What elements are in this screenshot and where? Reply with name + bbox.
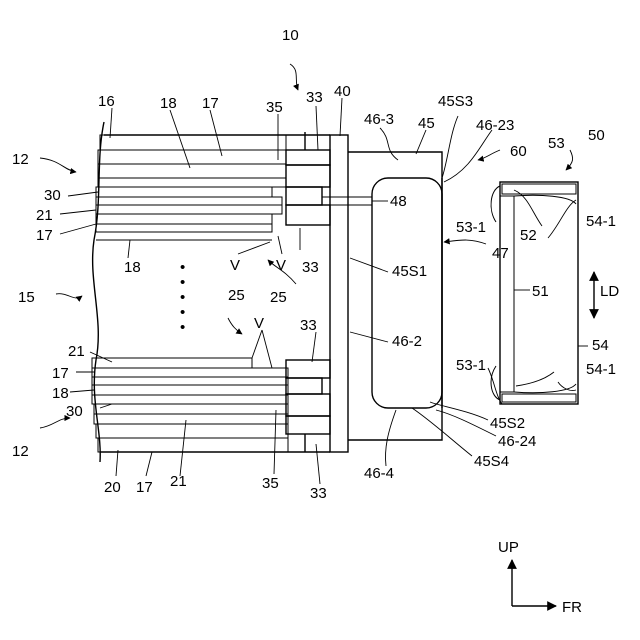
label-46-4: 46-4 [364, 465, 394, 482]
label-21-low: 21 [68, 343, 85, 360]
label-60: 60 [510, 143, 527, 160]
label-25-low: 25 [228, 287, 245, 304]
label-48: 48 [390, 193, 407, 210]
terminal-blocks [286, 132, 330, 452]
label-54-1-top: 54-1 [586, 213, 616, 230]
battery-stack: • • • • • [92, 122, 330, 462]
label-17-bot: 17 [136, 479, 153, 496]
label-fr: FR [562, 599, 582, 616]
label-40: 40 [334, 83, 351, 100]
label-20: 20 [104, 479, 121, 496]
label-33-mid: 33 [302, 259, 319, 276]
label-25-mid: 25 [270, 289, 287, 306]
label-52: 52 [520, 227, 537, 244]
label-21-top: 21 [36, 207, 53, 224]
label-15: 15 [18, 289, 35, 306]
label-30-top: 30 [44, 187, 61, 204]
label-16: 16 [98, 93, 115, 110]
label-47: 47 [492, 245, 509, 262]
label-54: 54 [592, 337, 609, 354]
label-12-low: 12 [12, 443, 29, 460]
label-17-low: 17 [52, 365, 69, 382]
label-17-mid: 17 [36, 227, 53, 244]
label-46-2: 46-2 [392, 333, 422, 350]
label-53-1-top: 53-1 [456, 219, 486, 236]
label-17-top: 17 [202, 95, 219, 112]
label-45S2: 45S2 [490, 415, 525, 432]
label-LD: LD [600, 283, 619, 300]
label-35-bot: 35 [262, 475, 279, 492]
label-33-bot: 33 [310, 485, 327, 502]
label-up: UP [498, 539, 519, 556]
lower-cell [92, 358, 288, 452]
dot-5: • [180, 319, 185, 336]
label-V-3: V [254, 315, 264, 332]
ellipsis-dots: • • • • • [180, 259, 185, 336]
labels: 10 16 18 17 35 33 40 46-3 45 45S3 46-23 … [12, 27, 619, 616]
label-35-top: 35 [266, 99, 283, 116]
wall-40 [330, 135, 348, 452]
cavity-47 [372, 178, 442, 408]
label-54-1-low: 54-1 [586, 361, 616, 378]
label-45S3: 45S3 [438, 93, 473, 110]
direction-indicator [512, 560, 556, 606]
upper-cell [96, 135, 286, 240]
label-45S1: 45S1 [392, 263, 427, 280]
label-45: 45 [418, 115, 435, 132]
label-10: 10 [282, 27, 299, 44]
label-50: 50 [588, 127, 605, 144]
label-V-1: V [230, 257, 240, 274]
label-21-bot: 21 [170, 473, 187, 490]
label-12-top: 12 [12, 151, 29, 168]
label-53: 53 [548, 135, 565, 152]
label-53-1-low: 53-1 [456, 357, 486, 374]
label-51: 51 [532, 283, 549, 300]
label-33-top: 33 [306, 89, 323, 106]
label-30-low: 30 [66, 403, 83, 420]
label-V-2: V [276, 257, 286, 274]
label-18-mid: 18 [124, 259, 141, 276]
label-45S4: 45S4 [474, 453, 509, 470]
label-46-3: 46-3 [364, 111, 394, 128]
label-33-low: 33 [300, 317, 317, 334]
label-18-top: 18 [160, 95, 177, 112]
part-51 [500, 196, 514, 392]
label-46-24: 46-24 [498, 433, 536, 450]
label-18-low: 18 [52, 385, 69, 402]
label-46-23: 46-23 [476, 117, 514, 134]
